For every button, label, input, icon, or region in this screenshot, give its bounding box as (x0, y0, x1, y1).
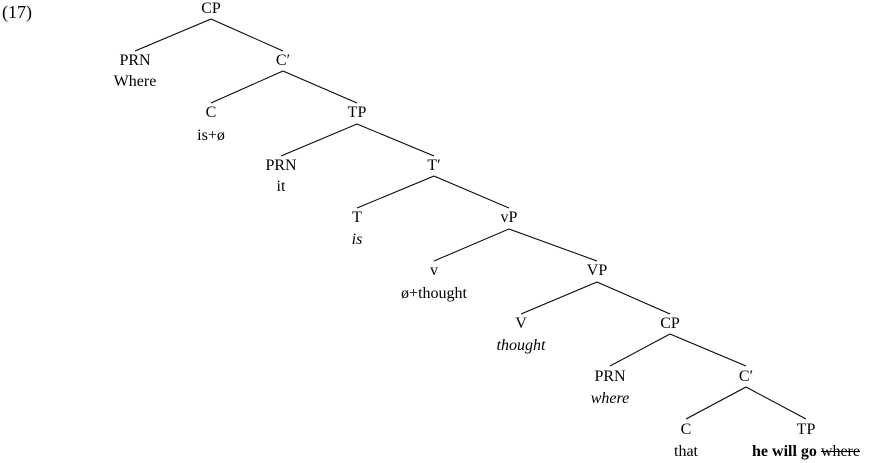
tp2-phrase: he will go where (752, 443, 860, 461)
node-prn3: PRN (594, 368, 626, 385)
edge-vp-small-vp (508, 228, 598, 262)
edge-tp1-tbar (356, 123, 435, 157)
node-cbar1: C′ (275, 52, 291, 69)
node-vp-small: vP (500, 209, 518, 226)
edge-cbar2-c2 (685, 386, 747, 420)
edge-cbar1-c1 (210, 70, 284, 104)
word-where-deleted: where (820, 443, 860, 460)
edge-tbar-vp-small (433, 175, 510, 209)
node-tp2: TP (796, 421, 816, 438)
node-cbar2: C′ (738, 368, 754, 385)
example-number: (17) (2, 2, 32, 22)
node-prn2: PRN (265, 157, 297, 174)
node-cp1: CP (201, 0, 221, 17)
edge-tp1-prn2 (280, 123, 358, 157)
edge-cp2-cbar2 (669, 333, 747, 367)
node-v: V (515, 315, 527, 332)
node-tbar: T′ (427, 157, 441, 174)
node-c1: C (205, 104, 217, 121)
edge-cbar2-tp2 (745, 386, 807, 420)
word-that: that (674, 443, 698, 460)
word-where-1: Where (113, 73, 157, 90)
word-is-null: is+ø (197, 127, 225, 144)
node-prn1: PRN (119, 52, 151, 69)
edge-vp-small-v-small (433, 228, 510, 262)
edge-tbar-t (356, 175, 435, 209)
word-where-2: where (590, 390, 630, 407)
edge-vp-v (520, 281, 598, 315)
word-thought: thought (496, 337, 546, 354)
node-t: T (352, 209, 362, 226)
node-vp: VP (586, 262, 608, 279)
node-v-small: v (430, 262, 438, 279)
edge-cp1-cbar1 (210, 18, 284, 52)
word-go: go (800, 443, 817, 460)
word-he: he (752, 443, 769, 460)
edge-cp2-prn3 (609, 333, 671, 367)
edge-vp-cp2 (596, 281, 671, 315)
word-null-thought: ø+thought (401, 285, 467, 302)
word-will: will (772, 443, 797, 460)
word-is: is (351, 231, 363, 248)
word-it: it (276, 178, 286, 195)
node-tp1: TP (347, 104, 367, 121)
edge-cbar1-tp1 (282, 70, 358, 104)
node-c2: C (680, 421, 692, 438)
node-cp2: CP (660, 315, 680, 332)
edge-cp1-prn1 (134, 18, 212, 52)
